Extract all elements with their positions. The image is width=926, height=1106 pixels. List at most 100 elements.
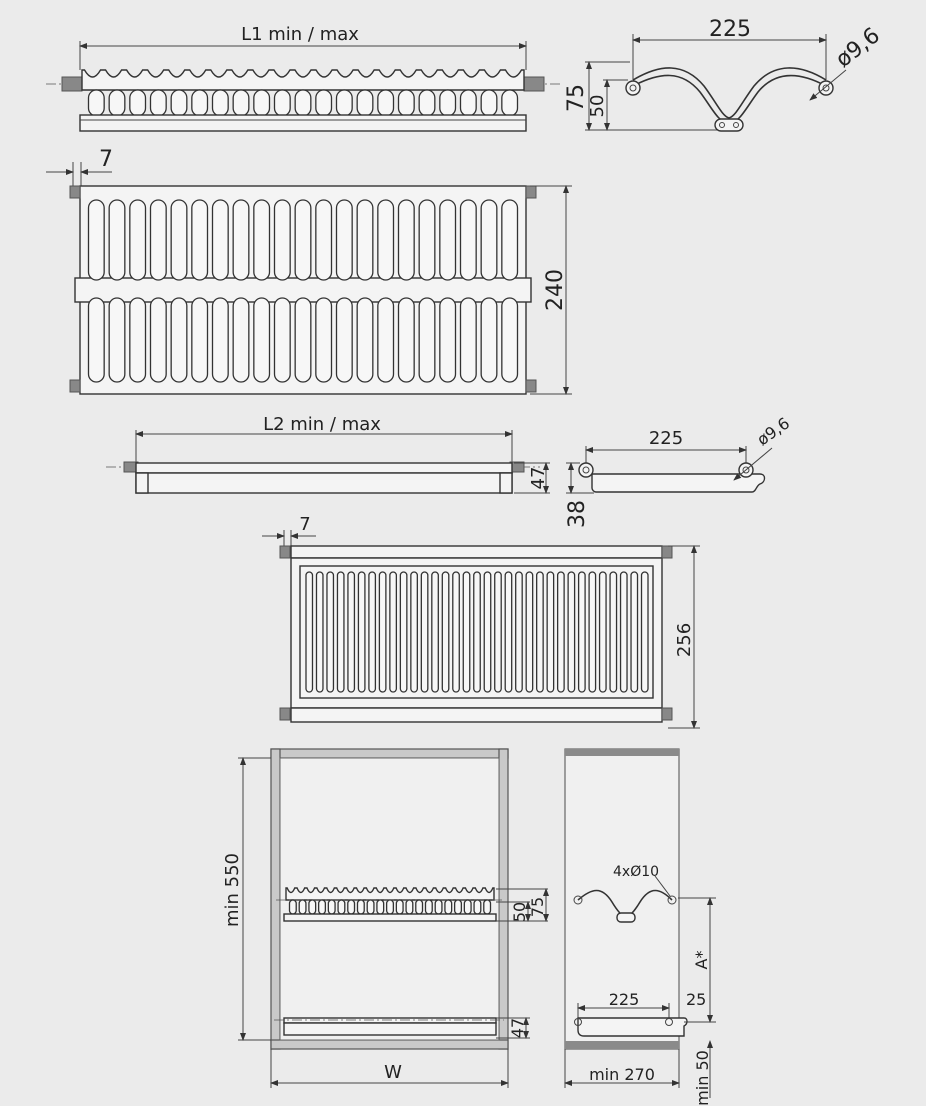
tray-front-view: L2 min / max 47 (106, 414, 550, 494)
wave-diameter-label: ø9,6 (831, 23, 885, 73)
rack-slot (294, 297, 312, 383)
rack-slot (335, 297, 353, 383)
grill-bar (315, 571, 324, 693)
wave-width-label: 225 (709, 17, 751, 42)
rack-slot (377, 297, 395, 383)
side-bottom-50-label: min 50 (693, 1050, 712, 1106)
rack-slot (356, 297, 374, 383)
rack-slot (315, 89, 333, 117)
rack-slot (253, 89, 271, 117)
drip-bar (79, 114, 527, 132)
rack-slot (253, 297, 271, 383)
cabinet-rack-slot (483, 899, 492, 915)
rack-slot (459, 89, 477, 117)
rack-slot (129, 89, 147, 117)
grill-bar (588, 571, 597, 693)
grill-bar (305, 571, 314, 693)
rack-slot (211, 89, 229, 117)
side-tray (577, 1017, 688, 1037)
rack-slot (439, 297, 457, 383)
grill-bar (630, 571, 639, 693)
rack-slot (439, 199, 457, 281)
tray-height-47-label: 47 (528, 467, 549, 490)
tray-grill-bars (305, 571, 649, 693)
grill-bar (567, 571, 576, 693)
rack-slot (108, 89, 126, 117)
rack-slot (232, 199, 250, 281)
grill-bar (347, 571, 356, 693)
grill-bar (378, 571, 387, 693)
grill-bar (452, 571, 460, 693)
rack-slot (170, 89, 188, 117)
tray-profile (591, 473, 766, 493)
cabinet-rack-slot (366, 899, 375, 915)
cabinet-rack-slot (444, 899, 453, 915)
tray-height-38-label: 38 (565, 500, 590, 528)
grill-bar (336, 571, 345, 693)
tray-top-view: 7 256 (262, 514, 700, 729)
cabinet-width-label: W (384, 1062, 402, 1083)
rack-slot (191, 199, 209, 281)
cabinet-rack-slot (415, 899, 424, 915)
rack-slot (501, 89, 519, 117)
grill-bar (389, 571, 398, 693)
rack-slot (149, 199, 167, 281)
rack-slot (129, 199, 147, 281)
grill-bar (609, 571, 618, 693)
rack-top-view: 7 240 (46, 147, 572, 395)
rack-slot (294, 89, 312, 117)
rack-slot (397, 89, 415, 117)
rack-slots (87, 89, 519, 117)
right-bolt (523, 76, 545, 92)
rack-slot (397, 297, 415, 383)
rack-slot (501, 199, 519, 281)
rack-slot (315, 199, 333, 281)
cabinet-front-view: min 550 50 75 47 W (222, 748, 549, 1088)
rack-slot (191, 297, 209, 383)
tray-rail (135, 462, 513, 474)
scalloped-rail (81, 69, 525, 91)
rack-slot (211, 297, 229, 383)
rack-slot (377, 89, 395, 117)
depth-240-label: 240 (543, 269, 568, 311)
cabinet-side-view: 4xØ10 A* 225 25 min 50 min 270 (564, 748, 716, 1106)
rack-slot (273, 199, 291, 281)
cabinet-rack-slot (356, 899, 365, 915)
rack-slot (108, 297, 126, 383)
grill-bar (399, 571, 408, 693)
cabinet-rack-slot (385, 899, 395, 915)
grill-bar (525, 571, 534, 693)
holes-label: 4xØ10 (613, 864, 659, 880)
rack-slot (335, 89, 353, 117)
grill-bar (368, 571, 377, 693)
grill-bar (504, 571, 513, 693)
a-star-label: A* (692, 951, 711, 970)
rack-slot (253, 199, 271, 281)
cabinet-rack-slot (434, 899, 443, 915)
rack-inner-50-label: 50 (510, 902, 529, 922)
wave-height-inner-label: 50 (587, 95, 608, 118)
rack-slot (480, 297, 498, 383)
rack-slot (149, 297, 167, 383)
grill-bar (598, 571, 607, 693)
grill-bar (577, 571, 586, 693)
grill-bar (483, 571, 492, 693)
cabinet-rack-slots (288, 899, 492, 915)
cabinet-rack-slot (288, 899, 297, 915)
side-tray-offset-label: 25 (686, 990, 706, 1009)
rack-slot (397, 199, 415, 281)
rack-slot (501, 297, 519, 383)
cabinet-rack-slot (395, 899, 404, 915)
wave-wire (632, 74, 827, 125)
rack-slot (170, 199, 188, 281)
grill-bar (546, 571, 555, 693)
cabinet-rack-slot (317, 899, 327, 915)
rack-slot (273, 297, 291, 383)
rack-slot (418, 297, 436, 383)
rack-slot (459, 199, 477, 281)
rack-slot (87, 297, 105, 383)
rack-slot (129, 297, 147, 383)
wave-profile-view: 225 75 50 ø9,6 (564, 17, 885, 132)
rack-outer-75-label: 75 (528, 897, 547, 917)
cabinet-rack-slot (327, 899, 336, 915)
